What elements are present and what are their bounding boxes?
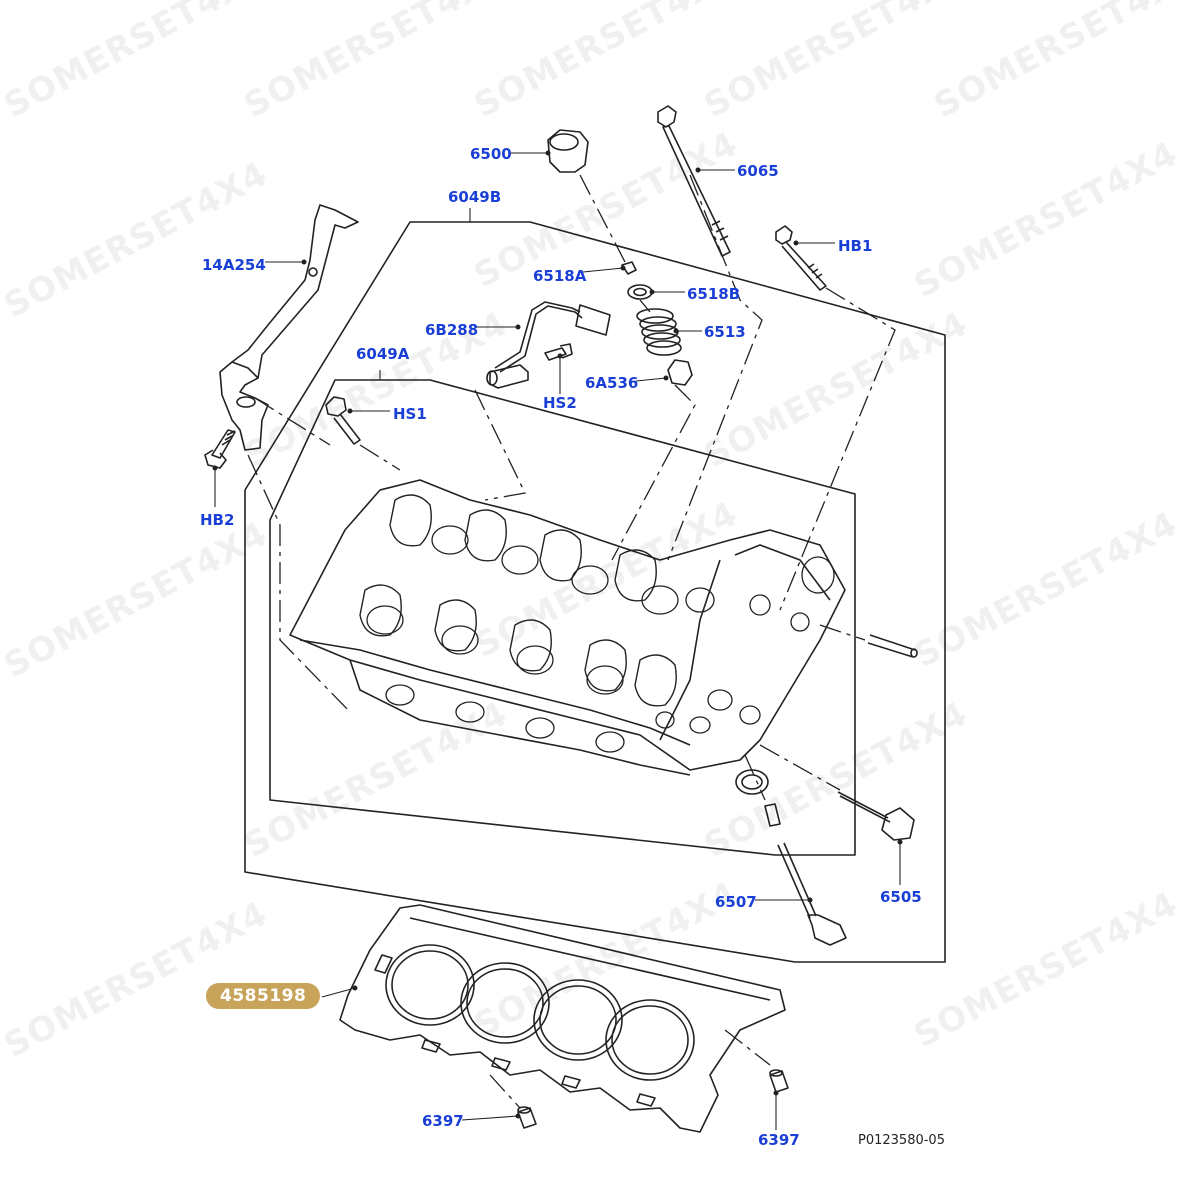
callout-6518A[interactable]: 6518A — [533, 267, 587, 285]
bolt-6065 — [657, 105, 731, 257]
reference-code: P0123580-05 — [858, 1133, 945, 1148]
seal-6A536 — [667, 359, 693, 386]
callout-14A254[interactable]: 14A254 — [202, 256, 266, 274]
screw-HS1 — [325, 396, 361, 445]
bolt-HB1 — [775, 225, 827, 291]
callout-6B288[interactable]: 6B288 — [425, 321, 479, 339]
valve-6505 — [837, 791, 915, 841]
callout-6A536[interactable]: 6A536 — [585, 374, 639, 392]
callout-6505[interactable]: 6505 — [880, 888, 922, 906]
dowel-6397-left — [517, 1106, 537, 1129]
retainer-6518B — [627, 284, 653, 300]
valve-6507 — [777, 842, 847, 946]
head-gasket-4585198 — [339, 904, 786, 1133]
callout-6049B[interactable]: 6049B — [448, 188, 502, 206]
dash-path — [579, 174, 626, 263]
callout-HB1[interactable]: HB1 — [838, 237, 873, 255]
callout-HS1[interactable]: HS1 — [393, 405, 427, 423]
callout-6513[interactable]: 6513 — [704, 323, 746, 341]
dowel-6397-right — [769, 1069, 789, 1093]
bolt-HB2 — [204, 429, 236, 469]
callout-HB2[interactable]: HB2 — [200, 511, 235, 529]
callout-HS2[interactable]: HS2 — [543, 394, 577, 412]
keeper-6518A — [621, 261, 637, 275]
callout-6397-left[interactable]: 6397 — [422, 1112, 464, 1130]
sensor-6B288 — [486, 301, 611, 389]
callout-6518B[interactable]: 6518B — [687, 285, 741, 303]
callout-6397-right[interactable]: 6397 — [758, 1131, 800, 1149]
callout-6500[interactable]: 6500 — [470, 145, 512, 163]
spring-6513 — [636, 308, 682, 356]
valve-guide-seal — [735, 769, 781, 827]
frame-6049B — [244, 221, 946, 963]
bracket-14A254 — [219, 204, 359, 451]
callout-6065[interactable]: 6065 — [737, 162, 779, 180]
lash-adjuster-6500 — [547, 129, 589, 173]
screw-HS2 — [544, 343, 573, 361]
callout-6507[interactable]: 6507 — [715, 893, 757, 911]
callout-4585198[interactable]: 4585198 — [206, 983, 321, 1009]
callout-6049A[interactable]: 6049A — [356, 345, 410, 363]
frame-6049A — [269, 379, 856, 856]
cylinder-head — [289, 479, 918, 776]
